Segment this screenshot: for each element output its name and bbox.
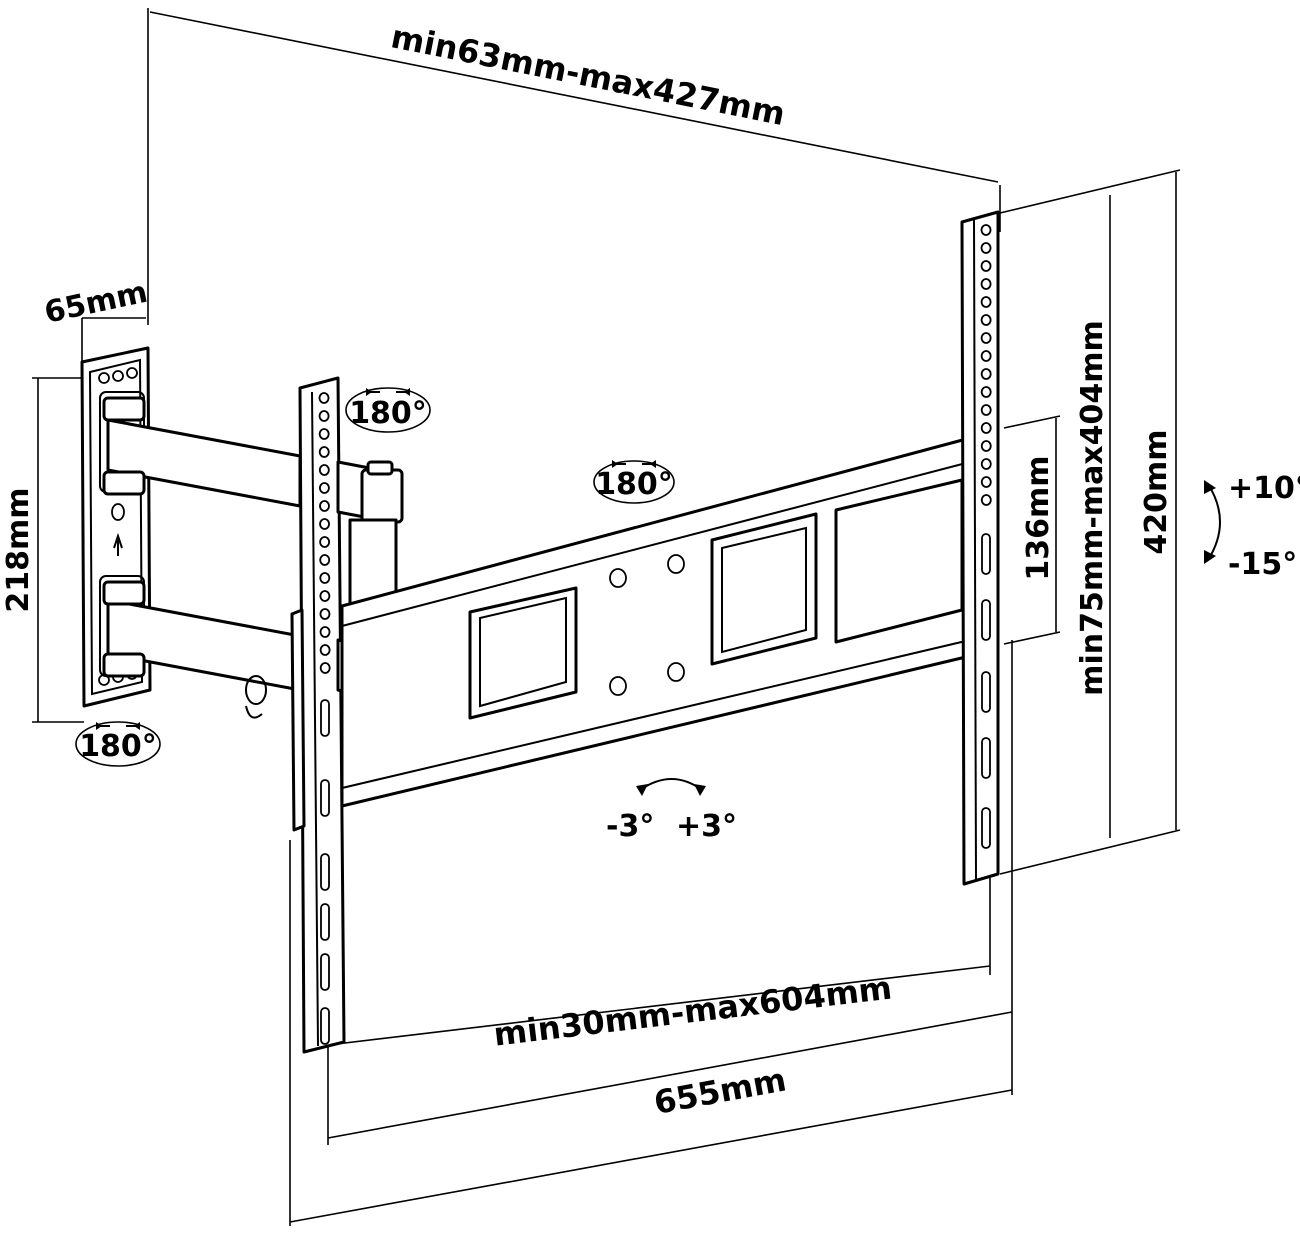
rail-hole [319, 518, 330, 530]
roll-left-label: -3° [606, 809, 654, 844]
swivel-badge-arm: 180° [345, 387, 431, 433]
vesa-height-range-label: min75mm-max404mm [1075, 320, 1110, 696]
swivel-mid-label: 180° [595, 467, 673, 502]
rail-slot [981, 599, 991, 641]
main-horizontal-rail [340, 436, 972, 808]
rail-hole [319, 626, 331, 638]
rail-hole [318, 392, 330, 404]
rail-hole [319, 644, 331, 656]
rail-hole [318, 410, 330, 422]
overall-width-label: 655mm [651, 1060, 789, 1121]
rail-hole [980, 404, 992, 416]
rail-slot [320, 1007, 330, 1045]
bracket-height-label: 420mm [1139, 429, 1174, 554]
roll-right-label: +3° [676, 809, 737, 844]
rail-hole [980, 350, 992, 362]
swivel-badge-left: 180° [75, 721, 161, 767]
vesa-height-min-label: 136mm [1021, 455, 1056, 580]
tilt-indicator: +10° -15° [1204, 471, 1300, 582]
rail-hole [319, 608, 331, 620]
rail-hole [319, 554, 331, 566]
vesa-width-range-label: min30mm-max604mm [492, 968, 894, 1053]
rail-hole [980, 224, 992, 236]
rail-hole [319, 662, 331, 674]
rail-hole [980, 296, 992, 308]
tilt-up-label: +10° [1228, 471, 1300, 506]
top-width-label: min63mm-max427mm [388, 17, 788, 133]
rail-slot [320, 853, 330, 891]
rail-slot [981, 807, 991, 849]
rail-hole [980, 494, 992, 506]
swivel-badge-mid: 180° [593, 460, 675, 504]
rail-slot [981, 533, 991, 575]
left-tv-bracket-front [290, 608, 306, 832]
left-tv-bracket [298, 376, 346, 1054]
rail-hole [318, 446, 330, 458]
rail-hole [980, 422, 992, 434]
rail-hole [980, 458, 992, 470]
swivel-left-label: 180° [79, 729, 157, 764]
rail-hole [318, 464, 330, 476]
rail-slot [320, 699, 330, 737]
rail-slot [981, 671, 991, 713]
rail-hole [980, 278, 992, 290]
rail-hole [319, 500, 330, 512]
rail-hole [319, 590, 331, 602]
rail-hole [980, 440, 992, 452]
rail-hole [980, 332, 992, 344]
swivel-arm-label: 180° [349, 396, 427, 431]
rail-hole [980, 476, 992, 488]
rail-hole [980, 260, 992, 272]
rail-hole [318, 428, 330, 440]
rail-slot [320, 903, 330, 941]
wall-plate-height-label: 218mm [1, 487, 36, 612]
roll-indicator: -3° +3° [606, 778, 737, 844]
rail-slot [320, 779, 330, 817]
tilt-down-label: -15° [1228, 547, 1297, 582]
rail-hole [980, 368, 992, 380]
rail-hole [980, 242, 992, 254]
rail-slot [981, 737, 991, 779]
rail-hole [318, 482, 330, 494]
rail-hole [319, 572, 331, 584]
rail-slot [320, 953, 330, 991]
rail-hole [319, 536, 331, 548]
right-tv-bracket [960, 210, 1000, 886]
wall-plate-depth-label: 65mm [41, 275, 150, 331]
rail-hole [980, 314, 992, 326]
rail-hole [980, 386, 992, 398]
